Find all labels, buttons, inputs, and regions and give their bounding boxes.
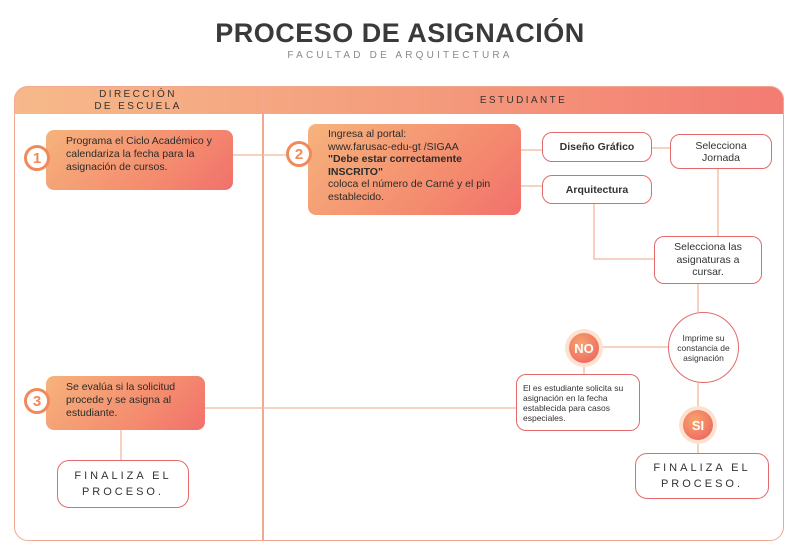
swimlane-header-bar	[14, 86, 784, 114]
node-solicitud-especial: El es estudiante solicita su asignación …	[516, 374, 640, 431]
step1-number: 1	[24, 145, 50, 171]
step2-box: Ingresa al portal: www.farusac-edu-gt /S…	[308, 124, 521, 215]
step2-line4: coloca el número de Carné y el pin estab…	[328, 178, 491, 203]
swimlane-divider	[262, 86, 264, 541]
step2-line1: Ingresa al portal:	[328, 128, 407, 140]
swimlane-frame	[14, 86, 784, 541]
finaliza-left: FINALIZA EL PROCESO.	[57, 460, 189, 508]
node-arquitectura: Arquitectura	[542, 175, 652, 204]
step2-line3: "Debe estar correctamente INSCRITO"	[328, 153, 462, 178]
page-title: PROCESO DE ASIGNACIÓN	[215, 18, 585, 48]
step3-number: 3	[24, 388, 50, 414]
step2-number: 2	[286, 141, 312, 167]
lane-header-direccion-line1: DIRECCIÓN	[99, 89, 177, 100]
node-diseno-grafico: Diseño Gráfico	[542, 132, 652, 162]
node-selecciona-jornada: Selecciona Jornada	[670, 134, 772, 169]
step3-box: Se evalúa si la solicitud procede y se a…	[46, 376, 205, 430]
page-subtitle: FACULTAD DE ARQUITECTURA	[287, 50, 513, 61]
step2-line2: www.farusac-edu-gt /SIGAA	[328, 140, 459, 153]
decision-si: SI	[683, 410, 713, 440]
node-imprime-constancia: Imprime su constancia de asignación	[668, 312, 739, 383]
lane-header-direccion: DIRECCIÓN DE ESCUELA	[14, 89, 262, 113]
lane-header-estudiante: ESTUDIANTE	[479, 95, 568, 106]
decision-no: NO	[569, 333, 599, 363]
finaliza-right: FINALIZA EL PROCESO.	[635, 453, 769, 499]
step1-box: Programa el Ciclo Académico y calendariz…	[46, 130, 233, 190]
lane-header-direccion-line2: DE ESCUELA	[94, 101, 182, 112]
node-selecciona-asignaturas: Selecciona las asignaturas a cursar.	[654, 236, 762, 284]
connector-arquitectura-asignaturas	[593, 204, 654, 260]
